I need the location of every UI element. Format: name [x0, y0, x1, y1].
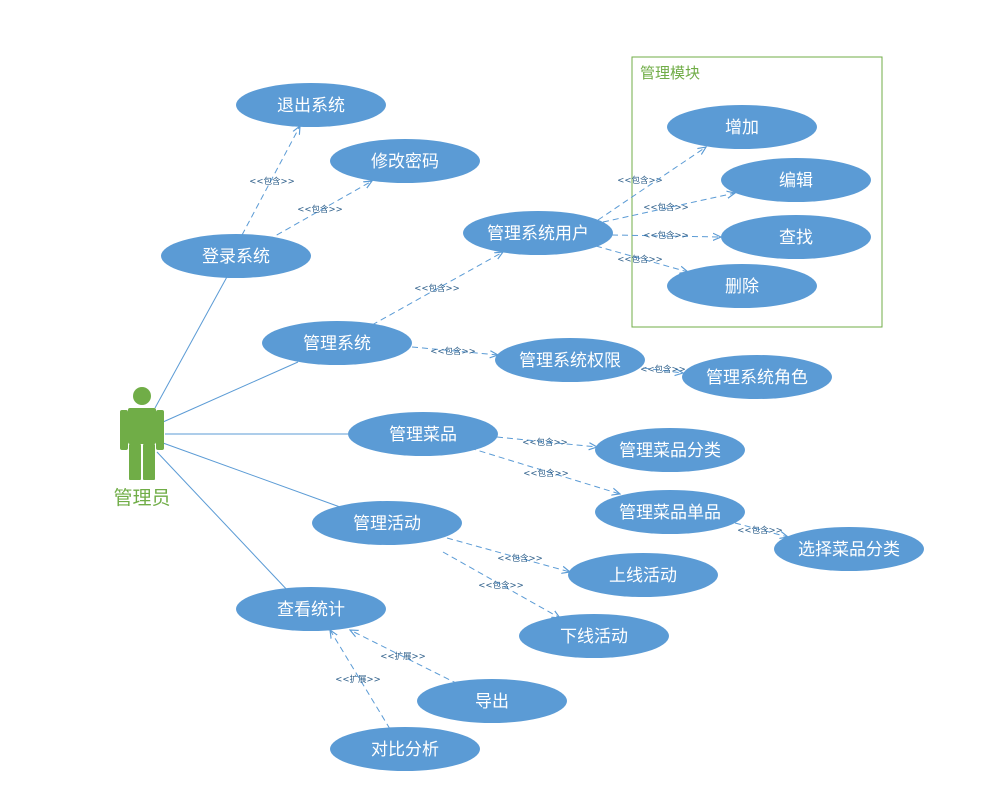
dependency-lines — [241, 126, 788, 730]
association-login — [154, 274, 229, 409]
use-case-label: 查找 — [779, 228, 813, 248]
use-case-label: 管理系统角色 — [706, 368, 808, 388]
include-users-add — [597, 147, 706, 221]
use-case-manage-activities[interactable]: 管理活动 — [312, 501, 462, 545]
package-management-module: 管理模块 — [631, 56, 883, 328]
use-case-label: 管理活动 — [353, 514, 421, 534]
stereotype-include: <<包含>> — [640, 364, 686, 375]
stereotype-extend: <<扩展>> — [335, 674, 381, 685]
use-case-add[interactable]: 增加 — [667, 105, 817, 149]
include-system-users — [371, 252, 503, 326]
use-case-deactivate-activity[interactable]: 下线活动 — [519, 614, 669, 658]
association-manage-system — [162, 361, 299, 423]
use-case-manage-dish-items[interactable]: 管理菜品单品 — [595, 490, 745, 534]
stereotype-include: <<包含>> — [522, 437, 568, 448]
association-lines — [154, 274, 348, 594]
use-case-label: 删除 — [725, 277, 759, 297]
use-case-label: 管理菜品 — [389, 425, 457, 445]
stereotype-extend: <<扩展>> — [380, 651, 426, 662]
include-users-delete — [595, 245, 688, 272]
use-case-compare-analysis[interactable]: 对比分析 — [330, 727, 480, 771]
use-case-exit-system[interactable]: 退出系统 — [236, 83, 386, 127]
include-login-exit — [241, 126, 300, 236]
use-case-label: 查看统计 — [277, 600, 345, 620]
use-case-manage-system-users[interactable]: 管理系统用户 — [463, 211, 613, 255]
use-case-manage-system-permissions[interactable]: 管理系统权限 — [495, 338, 645, 382]
stereotype-include: <<包含>> — [643, 230, 689, 241]
use-case-label: 下线活动 — [560, 627, 628, 647]
association-manage-activities — [162, 442, 341, 508]
use-case-label: 导出 — [475, 692, 509, 712]
package-frame — [631, 56, 883, 328]
association-view-statistics — [156, 451, 291, 594]
use-case-delete[interactable]: 删除 — [667, 264, 817, 308]
use-case-edit[interactable]: 编辑 — [721, 158, 871, 202]
include-users-edit — [602, 193, 735, 223]
use-case-change-password[interactable]: 修改密码 — [330, 139, 480, 183]
stereotype-include: <<包含>> — [643, 202, 689, 213]
include-activities-online — [446, 537, 570, 572]
use-case-label: 退出系统 — [277, 96, 345, 116]
stereotype-include: <<包含>> — [737, 525, 783, 536]
use-case-label: 管理菜品单品 — [619, 503, 721, 523]
use-case-manage-dish-categories[interactable]: 管理菜品分类 — [595, 428, 745, 472]
include-dishes-categories — [496, 436, 597, 447]
use-case-view-statistics[interactable]: 查看统计 — [236, 587, 386, 631]
stereotype-include: <<包含>> — [297, 204, 343, 215]
use-case-label: 上线活动 — [609, 566, 677, 586]
package-title: 管理模块 — [640, 64, 700, 82]
use-case-manage-system[interactable]: 管理系统 — [262, 321, 412, 365]
use-case-manage-dishes[interactable]: 管理菜品 — [348, 412, 498, 456]
actor-administrator: 管理员 — [113, 387, 171, 509]
use-case-label: 管理系统权限 — [519, 351, 621, 371]
stereotype-labels: <<包含>> <<包含>> <<包含>> <<包含>> <<包含>> <<包含>… — [249, 175, 783, 685]
use-case-label: 登录系统 — [202, 247, 270, 267]
include-users-search — [611, 235, 721, 237]
use-case-activate-activity[interactable]: 上线活动 — [568, 553, 718, 597]
use-case-export[interactable]: 导出 — [417, 679, 567, 723]
extend-export-statistics — [350, 630, 459, 685]
use-case-login-system[interactable]: 登录系统 — [161, 234, 311, 278]
use-case-label: 修改密码 — [371, 152, 439, 172]
stereotype-include: <<包含>> — [430, 346, 476, 357]
use-case-label: 管理系统用户 — [487, 224, 589, 244]
include-permissions-roles — [642, 367, 683, 373]
stereotype-include: <<包含>> — [523, 468, 569, 479]
use-case-label: 对比分析 — [371, 740, 439, 760]
use-case-label: 增加 — [725, 118, 759, 138]
stereotype-include: <<包含>> — [249, 176, 295, 187]
include-items-select-category — [734, 522, 788, 537]
use-case-label: 编辑 — [779, 171, 813, 191]
stereotype-include: <<包含>> — [617, 254, 663, 265]
use-case-label: 选择菜品分类 — [798, 540, 900, 560]
include-dishes-items — [469, 447, 620, 494]
stereotype-include: <<包含>> — [414, 283, 460, 294]
stereotype-include: <<包含>> — [478, 580, 524, 591]
include-system-permissions — [411, 346, 498, 355]
actor-label: 管理员 — [113, 487, 170, 509]
stereotype-include: <<包含>> — [497, 553, 543, 564]
stereotype-include: <<包含>> — [617, 175, 663, 186]
use-case-label: 管理菜品分类 — [619, 441, 721, 461]
use-case-manage-system-roles[interactable]: 管理系统角色 — [682, 355, 832, 399]
use-case-search[interactable]: 查找 — [721, 215, 871, 259]
use-case-select-dish-category[interactable]: 选择菜品分类 — [774, 527, 924, 571]
use-case-label: 管理系统 — [303, 334, 371, 354]
include-activities-offline — [442, 551, 560, 618]
actor-icon — [120, 387, 164, 480]
